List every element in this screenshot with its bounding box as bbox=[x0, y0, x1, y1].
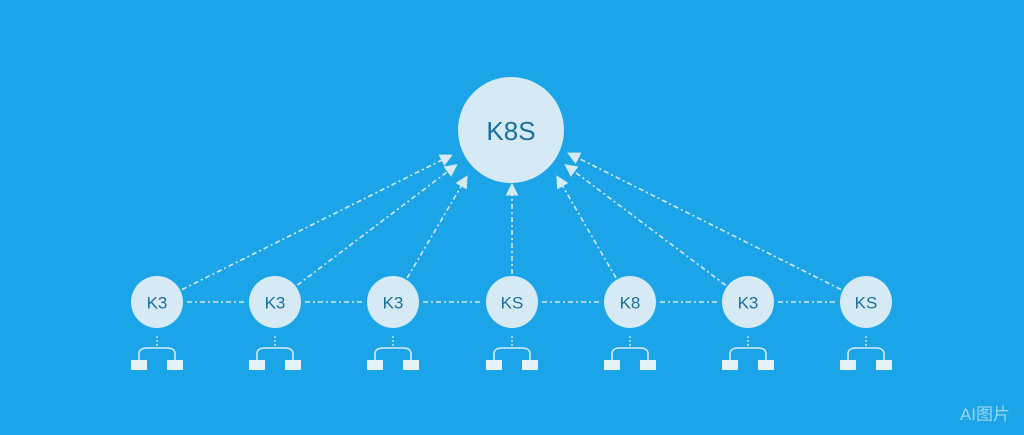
uplink-arrow bbox=[181, 154, 453, 291]
pod-group bbox=[486, 336, 538, 370]
uplink-arrow bbox=[556, 175, 617, 279]
node-label: K3 bbox=[383, 294, 404, 313]
pod-group bbox=[367, 336, 419, 370]
uplink-arrow bbox=[296, 164, 458, 286]
uplink-arrow bbox=[406, 175, 468, 279]
node-label: K8 bbox=[620, 294, 641, 313]
pod-icon bbox=[722, 360, 738, 370]
node-label: K3 bbox=[147, 294, 168, 313]
pod-icon bbox=[876, 360, 892, 370]
node-label: K3 bbox=[265, 294, 286, 313]
node-label: K3 bbox=[738, 294, 759, 313]
worker-node: KS bbox=[486, 276, 538, 328]
connector-icon bbox=[138, 347, 176, 360]
connector-icon bbox=[493, 347, 531, 360]
pod-icon bbox=[285, 360, 301, 370]
worker-node: K3 bbox=[249, 276, 301, 328]
pod-group bbox=[840, 336, 892, 370]
connector-icon bbox=[374, 347, 412, 360]
connector-icon bbox=[847, 347, 885, 360]
worker-node: K3 bbox=[131, 276, 183, 328]
pod-icon bbox=[522, 360, 538, 370]
pod-icon bbox=[758, 360, 774, 370]
pod-group bbox=[131, 336, 183, 370]
node-label: KS bbox=[501, 294, 524, 313]
uplink-arrow bbox=[564, 164, 727, 286]
pod-group bbox=[604, 336, 656, 370]
pod-icon bbox=[367, 360, 383, 370]
pod-icon bbox=[840, 360, 856, 370]
pod-icon bbox=[604, 360, 620, 370]
pod-icon bbox=[167, 360, 183, 370]
pod-group bbox=[249, 336, 301, 370]
worker-node: K8 bbox=[604, 276, 656, 328]
node-label: KS bbox=[855, 294, 878, 313]
connector-icon bbox=[256, 347, 294, 360]
pod-icon bbox=[640, 360, 656, 370]
pod-icon bbox=[403, 360, 419, 370]
pod-icon bbox=[486, 360, 502, 370]
connector-icon bbox=[611, 347, 649, 360]
hub-node: K8S bbox=[458, 77, 564, 183]
hub-label: K8S bbox=[486, 116, 535, 146]
watermark: AI图片 bbox=[959, 405, 1010, 424]
connector-icon bbox=[729, 347, 767, 360]
worker-node: K3 bbox=[367, 276, 419, 328]
worker-node: KS bbox=[840, 276, 892, 328]
uplink-arrow bbox=[567, 152, 842, 291]
worker-node: K3 bbox=[722, 276, 774, 328]
pod-group bbox=[722, 336, 774, 370]
pod-icon bbox=[131, 360, 147, 370]
pod-icon bbox=[249, 360, 265, 370]
